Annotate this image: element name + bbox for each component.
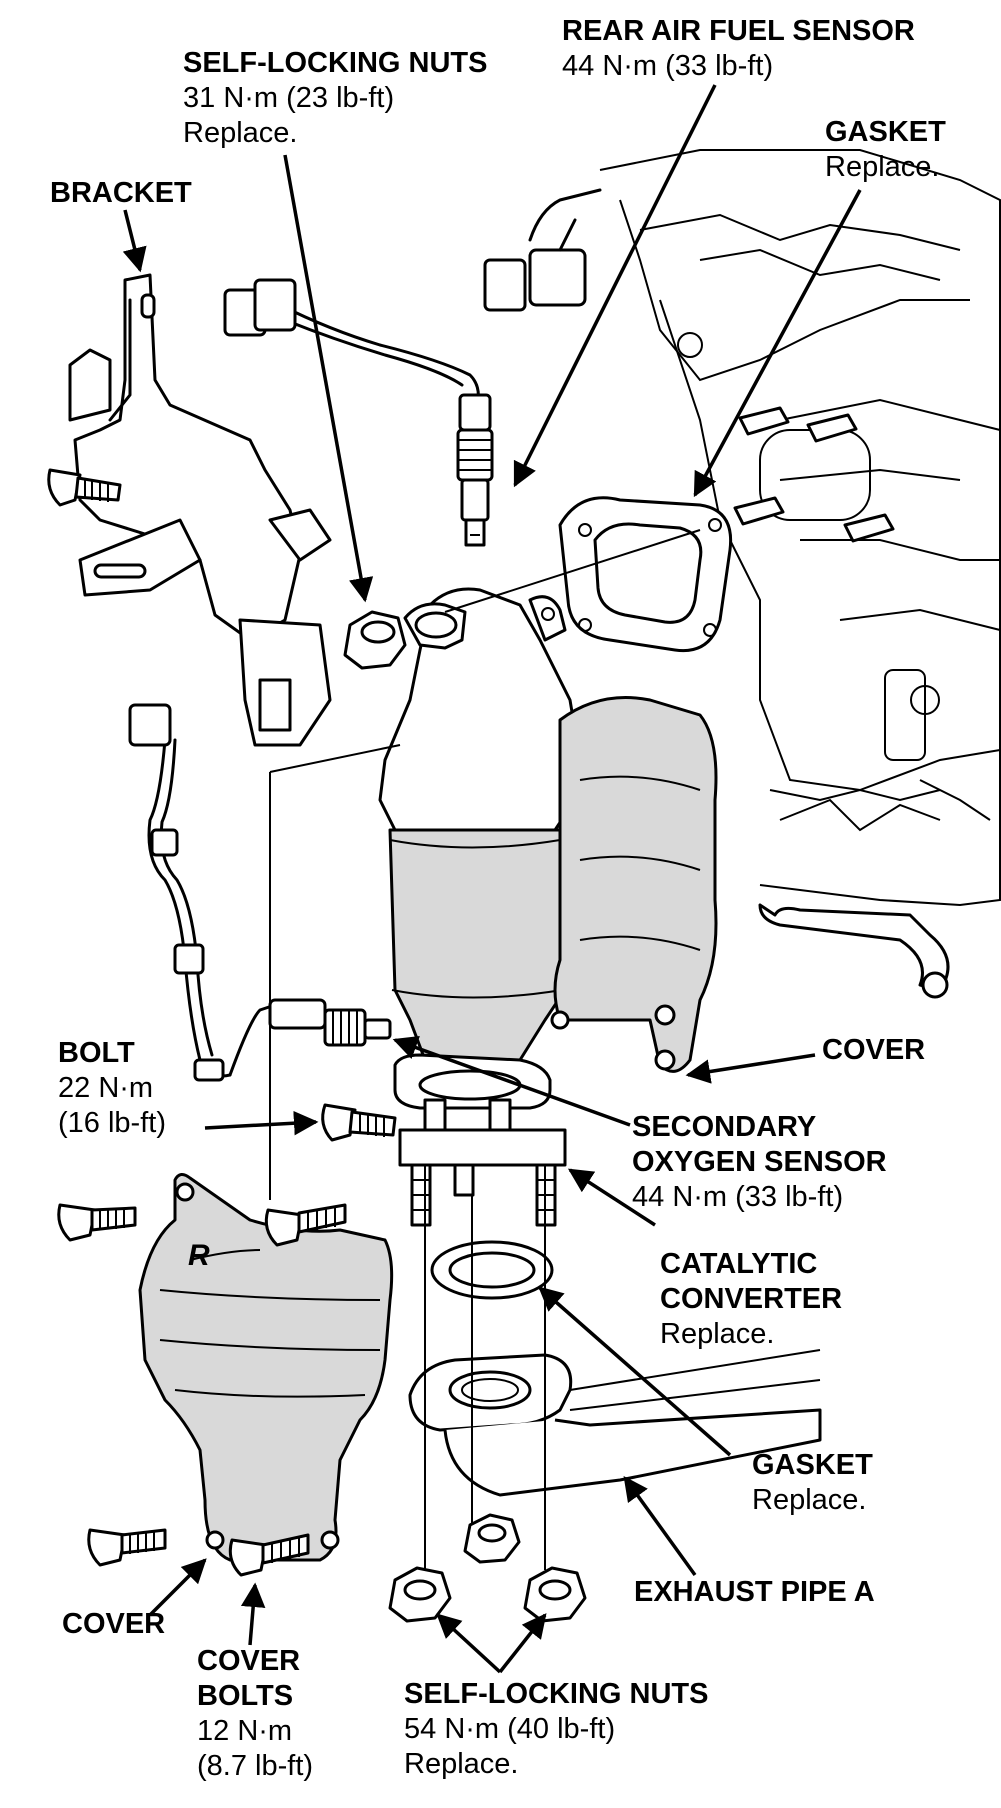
label-cover-bolts: COVER BOLTS 12 N·m (8.7 lb-ft) [197, 1644, 313, 1784]
label-self-locking-nuts-upper: SELF-LOCKING NUTS 31 N·m (23 lb-ft) Repl… [183, 46, 488, 151]
gasket-upper-title: GASKET [825, 116, 946, 148]
rear-air-fuel-sensor [223, 278, 494, 547]
alignment-lines [269, 529, 701, 1570]
rear-sensor-title: REAR AIR FUEL SENSOR [562, 15, 915, 47]
heat-cover-right [550, 696, 718, 1073]
gasket-upper [558, 496, 733, 653]
secondary-oxygen-sensor [128, 703, 392, 1082]
label-gasket-lower: GASKET Replace. [752, 1448, 873, 1518]
gasket-lower-note: Replace. [752, 1484, 867, 1516]
secondary-title-2: OXYGEN SENSOR [632, 1146, 887, 1178]
leader-lines [122, 84, 862, 1674]
engine-block [483, 149, 1001, 999]
catalytic-title-2: CONVERTER [660, 1283, 843, 1315]
nuts-lower-title: SELF-LOCKING NUTS [404, 1678, 709, 1710]
nuts-upper-note: Replace. [183, 117, 298, 149]
exhaust-title: EXHAUST PIPE A [634, 1576, 875, 1608]
cover-left-title: COVER [62, 1608, 166, 1640]
cover-bolts-torque: 12 N·m [197, 1715, 293, 1747]
nuts-upper-torque: 31 N·m (23 lb-ft) [183, 82, 395, 114]
cover-bolts-torque-imperial: (8.7 lb-ft) [197, 1750, 314, 1782]
bolt-title: BOLT [58, 1037, 135, 1069]
label-bracket: BRACKET [50, 176, 192, 211]
catalytic-note: Replace. [660, 1318, 775, 1350]
label-gasket-upper: GASKET Replace. [825, 115, 946, 185]
label-self-locking-nuts-lower: SELF-LOCKING NUTS 54 N·m (40 lb-ft) Repl… [404, 1677, 709, 1782]
label-rear-air-fuel-sensor: REAR AIR FUEL SENSOR 44 N·m (33 lb-ft) [562, 14, 915, 84]
nuts-lower-torque: 54 N·m (40 lb-ft) [404, 1713, 616, 1745]
rear-sensor-torque: 44 N·m (33 lb-ft) [562, 50, 774, 82]
bracket-title: BRACKET [50, 177, 192, 209]
secondary-title-1: SECONDARY [632, 1111, 817, 1143]
gasket-upper-note: Replace. [825, 151, 940, 183]
secondary-torque: 44 N·m (33 lb-ft) [632, 1181, 844, 1213]
label-catalytic-converter: CATALYTIC CONVERTER Replace. [660, 1247, 842, 1352]
gasket-lower [430, 1240, 554, 1300]
nuts-upper-title: SELF-LOCKING NUTS [183, 47, 488, 79]
label-cover-right: COVER [822, 1033, 925, 1068]
shield-mark: R [188, 1239, 210, 1272]
cover-bolts-title-1: COVER [197, 1645, 301, 1677]
label-secondary-oxygen-sensor: SECONDARY OXYGEN SENSOR 44 N·m (33 lb-ft… [632, 1110, 887, 1215]
nuts-lower-note: Replace. [404, 1748, 519, 1780]
gasket-lower-title: GASKET [752, 1449, 873, 1481]
catalytic-converter [378, 587, 582, 1227]
bolt-22nm [321, 1103, 397, 1142]
label-bolt: BOLT 22 N·m (16 lb-ft) [58, 1036, 166, 1141]
bolt-torque-imperial: (16 lb-ft) [58, 1107, 166, 1139]
cover-bolts [57, 1203, 347, 1577]
label-exhaust-pipe-a: EXHAUST PIPE A [634, 1575, 875, 1610]
label-cover-left: COVER [62, 1607, 165, 1642]
lower-heat-shield: R [138, 1173, 394, 1562]
bolt-torque: 22 N·m [58, 1072, 154, 1104]
bracket [47, 273, 332, 747]
cover-right-title: COVER [822, 1034, 926, 1066]
cover-bolts-title-2: BOLTS [197, 1680, 294, 1712]
catalytic-title-1: CATALYTIC [660, 1248, 818, 1280]
exhaust-pipe-a [388, 1349, 822, 1623]
self-locking-nut-upper [343, 610, 407, 670]
